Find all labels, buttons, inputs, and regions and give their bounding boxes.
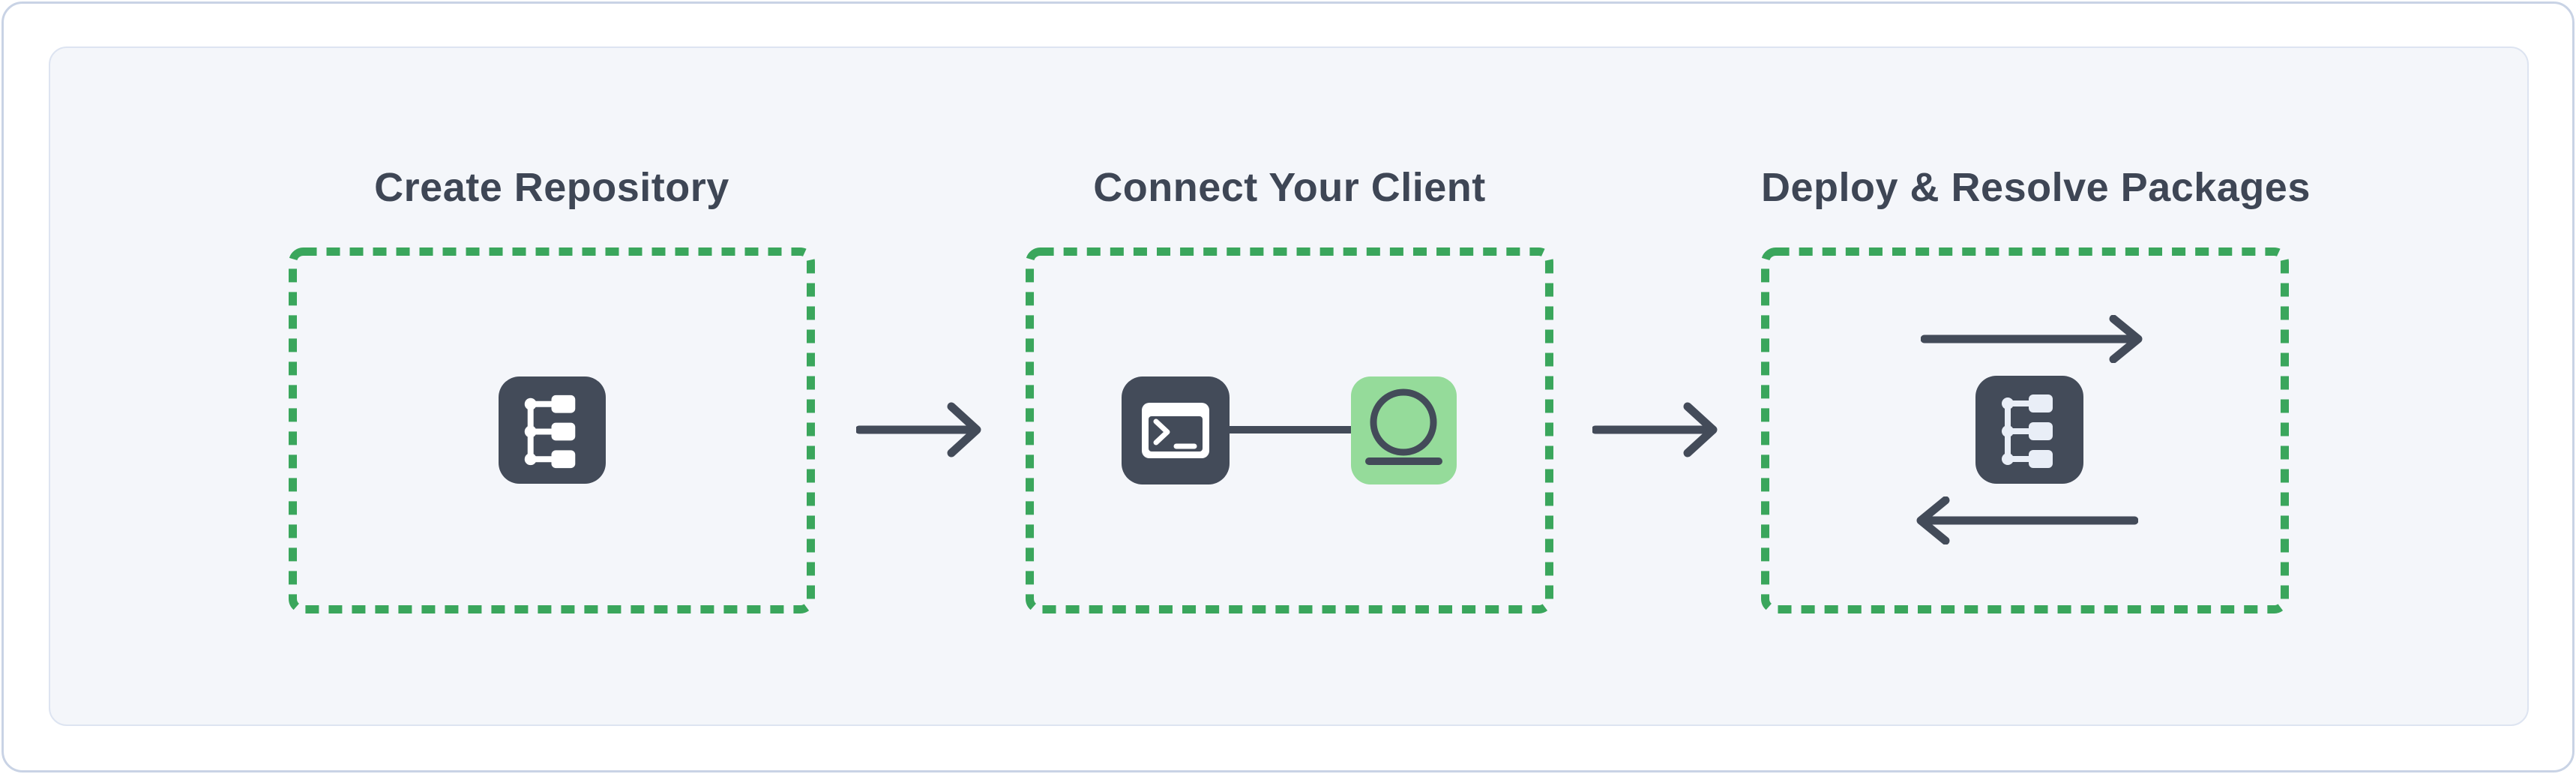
arrow-right-icon	[856, 401, 984, 458]
repository-tree-icon	[499, 376, 606, 484]
repository-tree-icon	[1975, 376, 2083, 484]
terminal-client-connector-line	[1230, 426, 1351, 434]
step-title-deploy-resolve-packages: Deploy & Resolve Packages	[1761, 165, 2311, 210]
step-title-connect-your-client: Connect Your Client	[1093, 165, 1486, 210]
step-box-create-repository	[289, 248, 815, 614]
step-box-connect-your-client	[1026, 248, 1553, 614]
step-box-deploy-resolve-packages	[1761, 248, 2289, 614]
client-icon	[1351, 376, 1457, 484]
arrow-right-icon	[1592, 401, 1720, 458]
step-title-create-repository: Create Repository	[374, 165, 729, 210]
terminal-icon	[1122, 376, 1230, 484]
dashed-border	[1026, 248, 1553, 614]
dashed-border	[289, 248, 815, 614]
dashed-border	[1761, 248, 2289, 614]
arrow-left-icon	[1916, 496, 2138, 544]
arrow-right-icon	[1921, 315, 2143, 363]
